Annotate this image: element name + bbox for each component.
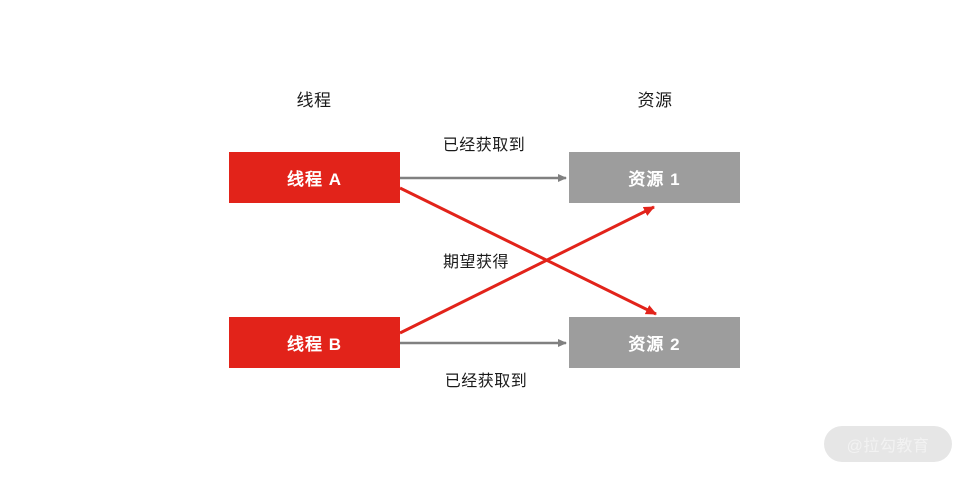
node-thread-b-label: 线程 B: [287, 335, 342, 354]
watermark-badge: @拉勾教育: [824, 426, 952, 462]
node-thread-b[interactable]: 线程 B: [229, 317, 400, 368]
node-resource-1[interactable]: 资源 1: [569, 152, 740, 203]
edge-label-acquired-bottom: 已经获取到: [444, 373, 528, 390]
node-thread-a[interactable]: 线程 A: [229, 152, 400, 203]
column-header-thread: 线程: [296, 91, 332, 110]
node-resource-2-label: 资源 2: [628, 335, 681, 354]
column-header-resource: 资源: [637, 91, 673, 110]
edge-label-acquired-top: 已经获取到: [442, 137, 526, 154]
edge-label-wanted: 期望获得: [442, 254, 509, 271]
node-resource-2[interactable]: 资源 2: [569, 317, 740, 368]
node-thread-a-label: 线程 A: [287, 170, 342, 189]
watermark-text: @拉勾教育: [846, 438, 930, 455]
node-resource-1-label: 资源 1: [628, 170, 681, 189]
